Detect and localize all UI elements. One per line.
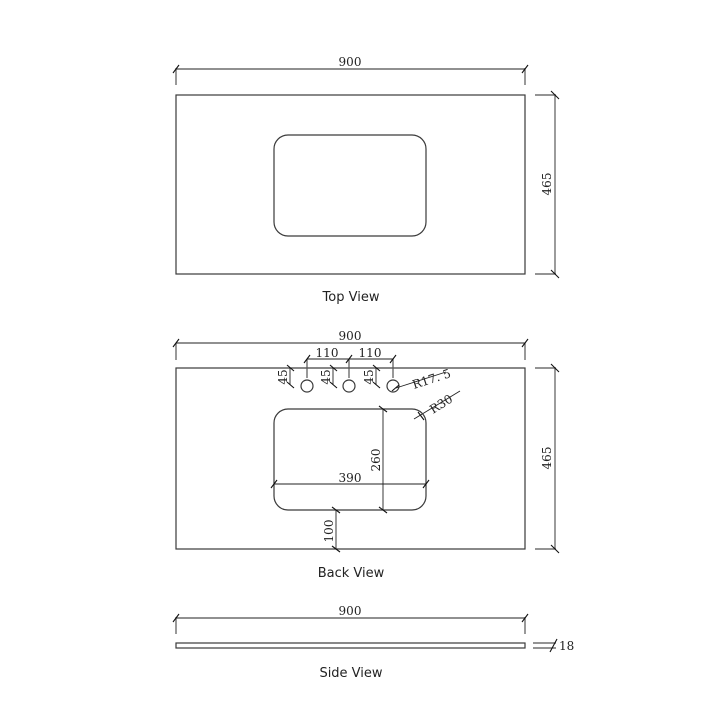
back-basin-outline — [273, 408, 427, 511]
tap-spacing-1-label: 110 — [316, 346, 339, 360]
tap-offset-dimensions: 45 45 45 — [276, 364, 381, 389]
bowl-width-label: 390 — [339, 471, 362, 485]
tap-radius-label: R17. 5 — [411, 366, 453, 392]
side-width-label: 900 — [339, 604, 362, 618]
bowl-width-dimension: 390 — [270, 471, 430, 489]
side-thickness-dimension: 18 — [533, 638, 574, 653]
back-countertop-outline — [175, 367, 526, 550]
tap-hole-right — [386, 379, 400, 393]
top-depth-label: 465 — [540, 173, 554, 196]
back-width-label: 900 — [339, 329, 362, 343]
side-view: 900 18 Side View — [172, 604, 574, 681]
back-view-label: Back View — [318, 566, 385, 581]
bowl-offset-label: 100 — [322, 520, 336, 543]
tap-radius-leader: R17. 5 — [391, 366, 453, 392]
tap-offset-3-label: 45 — [362, 369, 376, 384]
side-thickness-label: 18 — [559, 639, 574, 653]
bowl-radius-leader: R30 — [413, 390, 461, 421]
top-view-label: Top View — [322, 290, 380, 305]
back-width-dimension: 900 — [172, 329, 529, 360]
side-width-dimension: 900 — [172, 604, 529, 634]
tap-hole-left — [300, 379, 314, 393]
side-countertop-outline — [175, 642, 526, 649]
top-width-label: 900 — [339, 55, 362, 69]
back-depth-label: 465 — [540, 447, 554, 470]
back-depth-dimension: 465 — [535, 363, 560, 554]
tap-hole-center — [342, 379, 356, 393]
tap-offset-1-label: 45 — [276, 369, 290, 384]
tap-offset-2-label: 45 — [319, 369, 333, 384]
top-view: 900 465 Top View — [172, 55, 560, 305]
tap-spacing-dimensions: 110 110 — [303, 346, 397, 378]
top-width-dimension: 900 — [172, 55, 529, 85]
bowl-depth-dimension: 260 — [369, 405, 388, 514]
tap-spacing-2-label: 110 — [359, 346, 382, 360]
side-view-label: Side View — [319, 666, 382, 681]
top-depth-dimension: 465 — [535, 90, 560, 279]
top-basin-outline — [273, 134, 427, 237]
back-view: 900 110 110 45 45 — [172, 329, 560, 581]
bowl-radius-label: R30 — [427, 392, 455, 417]
top-countertop-outline — [175, 94, 526, 275]
bowl-offset-dimension: 100 — [322, 506, 341, 553]
bowl-depth-label: 260 — [369, 449, 383, 472]
